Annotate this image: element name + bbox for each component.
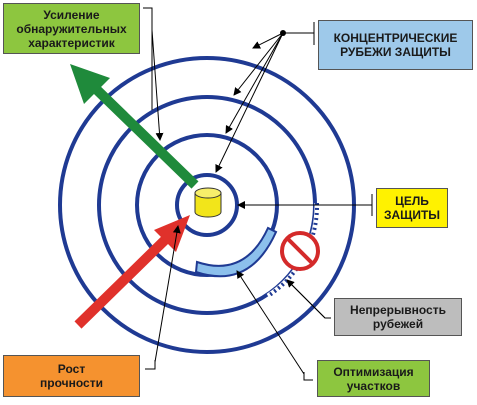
detection-label-box: Усиление обнаружительных характеристик [3,3,140,54]
detection-arrow-shaft [91,84,199,189]
continuity-label-box: Непрерывность рубежей [334,298,462,336]
concentric-label-box: КОНЦЕНТРИЧЕСКИЕ РУБЕЖИ ЗАЩИТЫ [318,20,473,70]
concentric-label: КОНЦЕНТРИЧЕСКИЕ РУБЕЖИ ЗАЩИТЫ [333,31,458,59]
strength-arrowhead [154,215,190,252]
detection-arrowhead [70,64,110,104]
concentric-pointer-origin [280,30,286,36]
strength-label-box: Рост прочности [3,355,140,397]
prohibition-icon [280,231,320,271]
strength-arrow-shaft [74,233,172,329]
target-cylinder-icon [194,187,222,218]
optimization-label-box: Оптимизация участков [317,360,430,397]
strength-label: Рост прочности [40,362,103,390]
optimization-label: Оптимизация участков [333,364,414,393]
continuity-label: Непрерывность рубежей [350,303,446,331]
pointer-lines [143,7,373,381]
detection-label: Усиление обнаружительных характеристик [16,7,127,50]
optimized-segment [194,226,278,278]
target-label-box: ЦЕЛЬ ЗАЩИТЫ [376,188,448,228]
target-label: ЦЕЛЬ ЗАЩИТЫ [383,194,441,222]
